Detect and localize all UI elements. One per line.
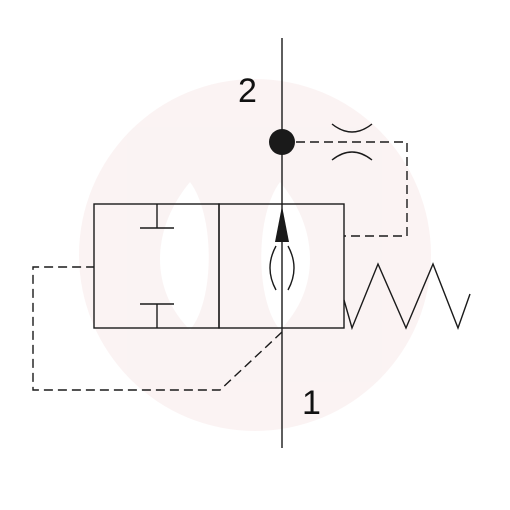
valve-envelope-open: [218, 203, 345, 329]
orifice-icon: [269, 245, 295, 291]
flow-arrow-icon: [275, 206, 289, 242]
blocked-port-symbols: [140, 204, 174, 328]
pilot-line-inlet: [32, 266, 283, 391]
spring-icon: [343, 262, 471, 331]
pilot-line-outlet: [296, 141, 408, 237]
port-label-inlet: 1: [302, 384, 321, 422]
port-label-outlet: 2: [238, 72, 257, 110]
watermark-logo: [79, 79, 431, 431]
pilot-orifice-icon: [331, 123, 373, 161]
junction-dot: [269, 129, 295, 155]
